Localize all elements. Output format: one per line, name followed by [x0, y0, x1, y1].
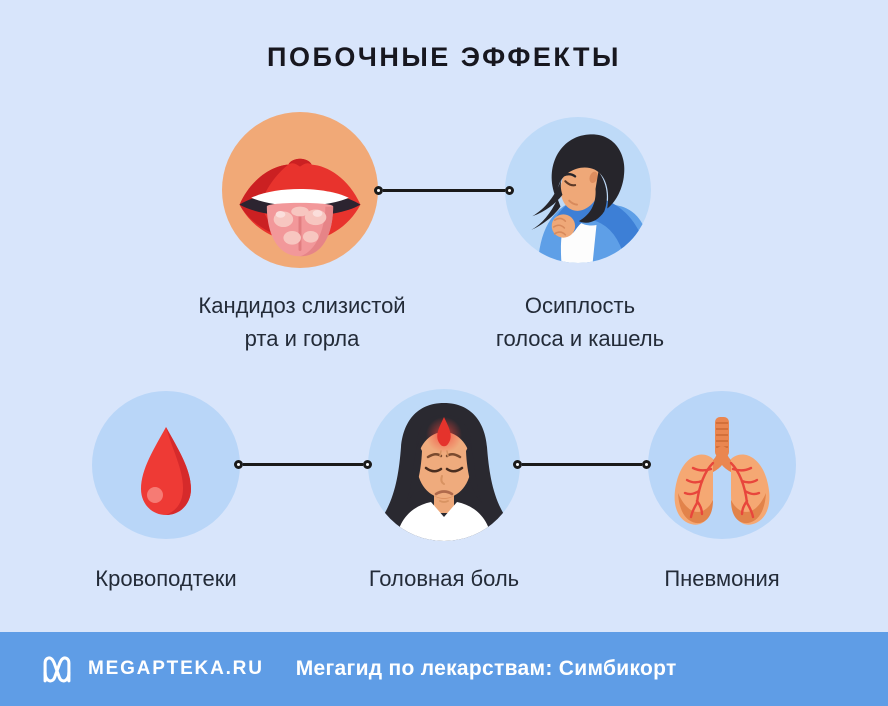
footer-tagline: Мегагид по лекарствам: Симбикорт	[295, 657, 677, 680]
connector-endpoint-icon	[505, 186, 514, 195]
connector-endpoint-icon	[513, 460, 522, 469]
effect-label-candidiasis: Кандидоз слизистой рта и горла	[198, 293, 406, 351]
headache-woman-icon	[378, 403, 510, 541]
effect-circle-pneumonia	[648, 391, 796, 539]
effect-circle-hoarseness	[505, 117, 651, 263]
mouth-candidiasis-icon	[239, 158, 361, 257]
connector-endpoint-icon	[642, 460, 651, 469]
connector-line	[513, 457, 651, 472]
megapteka-logo-icon	[43, 656, 71, 683]
effect-circle-headache	[368, 389, 520, 541]
effect-label-bruises: Кровоподтеки	[95, 566, 237, 591]
coughing-person-icon	[531, 134, 651, 263]
lungs-icon	[674, 417, 770, 525]
effect-label-pneumonia: Пневмония	[664, 566, 780, 591]
effect-label-headache: Головная боль	[368, 566, 520, 591]
connector-endpoint-icon	[363, 460, 372, 469]
connector-endpoint-icon	[374, 186, 383, 195]
effect-circle-bruises	[92, 391, 240, 539]
connector-endpoint-icon	[234, 460, 243, 469]
footer-bar: MEGAPTEKA.RU Мегагид по лекарствам: Симб…	[0, 632, 888, 706]
blood-drop-icon	[141, 427, 191, 515]
effect-circle-candidiasis	[222, 112, 378, 268]
effect-label-hoarseness: Осиплость голоса и кашель	[495, 293, 665, 351]
connector-line	[234, 457, 372, 472]
footer-brand: MEGAPTEKA.RU	[88, 658, 264, 679]
page-title: ПОБОЧНЫЕ ЭФФЕКТЫ	[267, 42, 621, 72]
connector-line	[374, 183, 514, 198]
